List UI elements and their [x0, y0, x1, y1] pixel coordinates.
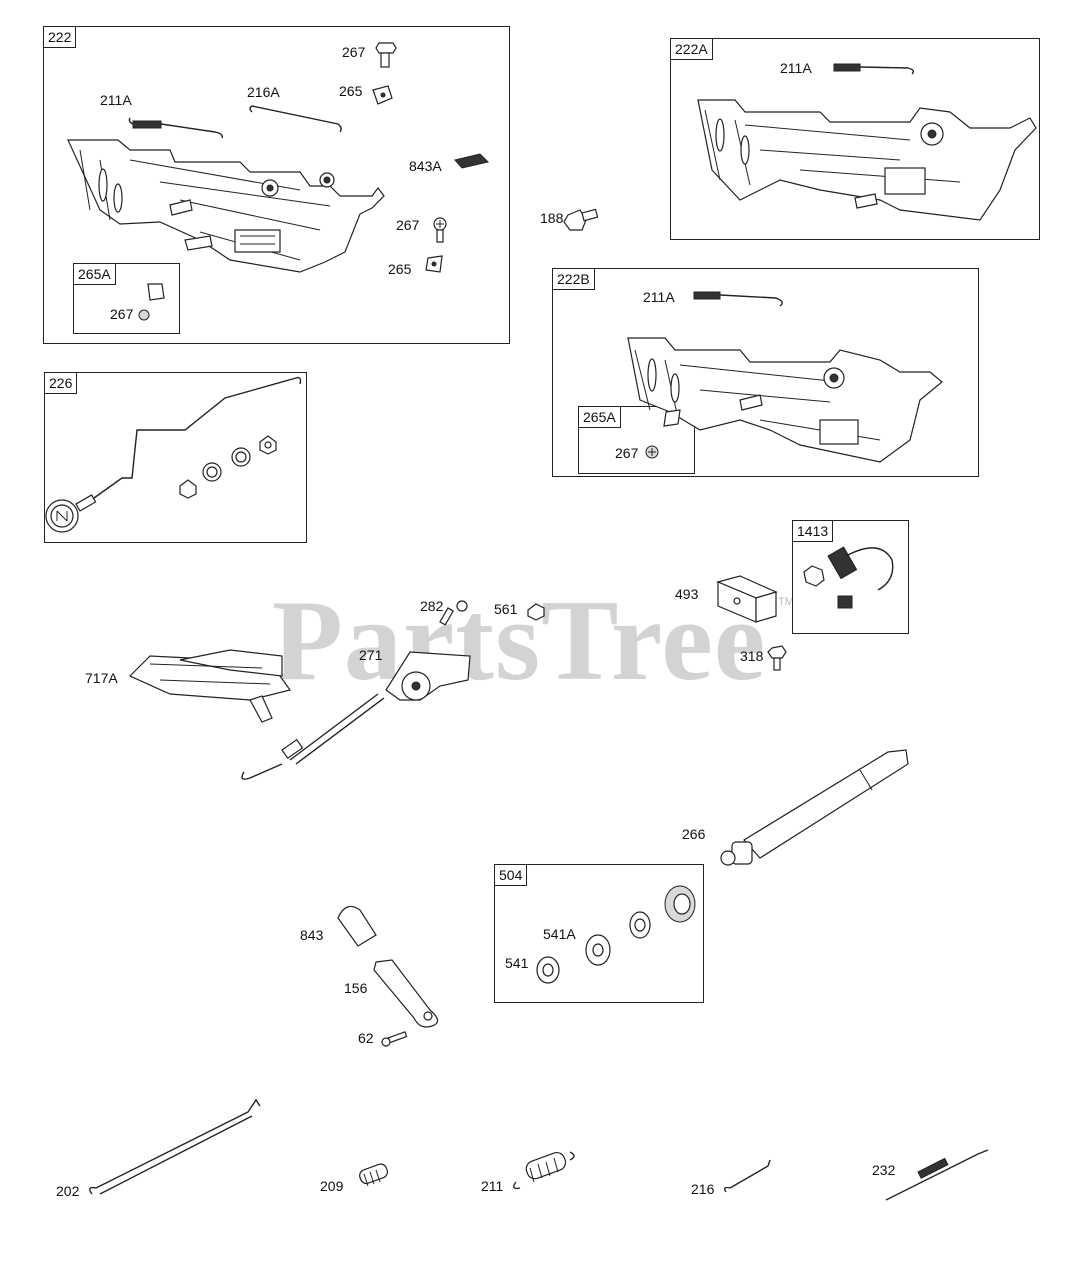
label-209: 209	[320, 1178, 344, 1194]
label-232: 232	[872, 1162, 896, 1178]
label-843: 843	[300, 927, 324, 943]
washer-icon[interactable]	[231, 447, 251, 467]
label-188: 188	[540, 210, 564, 226]
assembly-box-265A-a: 265A	[73, 263, 180, 334]
washer-icon[interactable]	[629, 911, 651, 939]
washer-icon[interactable]	[202, 462, 222, 482]
boot-icon[interactable]	[454, 153, 489, 169]
assembly-box-265A-b: 265A	[578, 406, 695, 474]
clip-icon[interactable]	[663, 409, 681, 427]
label-493: 493	[675, 586, 699, 602]
assembly-box-222B: 222B	[552, 268, 979, 477]
label-282: 282	[420, 598, 444, 614]
label-216: 216	[691, 1181, 715, 1197]
assembly-box-226: 226	[44, 372, 307, 543]
label-265: 265	[388, 261, 412, 277]
screw-icon[interactable]	[433, 217, 447, 243]
box-tag-265A-b[interactable]: 265A	[578, 406, 621, 428]
label-211A: 211A	[643, 289, 675, 305]
washer-icon[interactable]	[585, 934, 611, 966]
spring-icon[interactable]	[128, 117, 224, 139]
nut-icon[interactable]	[259, 435, 277, 455]
assembly-box-222A: 222A	[670, 38, 1040, 240]
box-tag-1413[interactable]: 1413	[792, 520, 834, 542]
bracket-icon[interactable]	[716, 575, 778, 623]
governor-control-bracket-icon[interactable]	[67, 139, 385, 273]
choke-knob-icon[interactable]	[45, 376, 302, 533]
watermark: PartsTree	[272, 577, 767, 705]
box-tag-265A-a[interactable]: 265A	[73, 263, 116, 285]
label-271: 271	[359, 647, 383, 663]
label-267: 267	[615, 445, 639, 461]
label-843A: 843A	[409, 158, 442, 174]
label-265: 265	[339, 83, 363, 99]
screw-icon[interactable]	[381, 1031, 408, 1047]
governor-control-bracket-icon[interactable]	[697, 99, 1037, 221]
cable-icon[interactable]	[241, 651, 471, 780]
box-tag-504[interactable]: 504	[494, 864, 528, 886]
seal-icon[interactable]	[664, 885, 696, 923]
label-202: 202	[56, 1183, 80, 1199]
spring-icon[interactable]	[885, 1149, 989, 1201]
label-318: 318	[740, 648, 764, 664]
label-211: 211	[481, 1178, 504, 1194]
label-267: 267	[110, 306, 134, 322]
box-tag-222[interactable]: 222	[43, 26, 77, 48]
screw-icon[interactable]	[563, 208, 599, 231]
label-717A: 717A	[85, 670, 118, 686]
spring-icon[interactable]	[513, 1150, 575, 1190]
label-541: 541	[505, 955, 529, 971]
shaft-icon[interactable]	[720, 749, 909, 866]
label-211A: 211A	[780, 60, 812, 76]
assembly-box-504: 504	[494, 864, 704, 1003]
link-icon[interactable]	[249, 105, 342, 133]
screw-icon[interactable]	[375, 42, 397, 68]
screw-icon[interactable]	[439, 600, 468, 626]
boot-icon[interactable]	[337, 905, 377, 947]
label-156: 156	[344, 980, 368, 996]
screw-icon[interactable]	[138, 309, 150, 321]
label-561: 561	[494, 601, 518, 617]
washer-icon[interactable]	[536, 956, 560, 984]
box-tag-222B[interactable]: 222B	[552, 268, 595, 290]
lever-icon[interactable]	[373, 959, 439, 1028]
clip-icon[interactable]	[147, 283, 165, 301]
assembly-box-1413: 1413	[792, 520, 909, 634]
box-tag-226[interactable]: 226	[44, 372, 78, 394]
box-tag-222A[interactable]: 222A	[670, 38, 713, 60]
governor-control-bracket-icon[interactable]	[627, 337, 943, 463]
clip-icon[interactable]	[372, 85, 393, 105]
screw-icon[interactable]	[767, 645, 787, 671]
label-216A: 216A	[247, 84, 280, 100]
label-266: 266	[682, 826, 706, 842]
label-541A: 541A	[543, 926, 576, 942]
spring-icon[interactable]	[833, 63, 915, 75]
spring-icon[interactable]	[693, 291, 783, 307]
spring-icon[interactable]	[358, 1162, 389, 1187]
label-62: 62	[358, 1030, 374, 1046]
label-211A: 211A	[100, 92, 132, 108]
nut-icon[interactable]	[527, 603, 545, 621]
wire-harness-icon[interactable]	[803, 546, 894, 609]
clip-icon[interactable]	[425, 255, 443, 273]
assembly-box-222: 222	[43, 26, 510, 344]
rod-icon[interactable]	[89, 1098, 261, 1195]
label-267: 267	[396, 217, 420, 233]
trademark-mark: TM	[778, 596, 794, 608]
label-267: 267	[342, 44, 366, 60]
link-icon[interactable]	[723, 1159, 771, 1193]
screw-icon[interactable]	[645, 445, 659, 459]
bracket-icon[interactable]	[128, 649, 292, 723]
nut-icon[interactable]	[179, 479, 197, 499]
